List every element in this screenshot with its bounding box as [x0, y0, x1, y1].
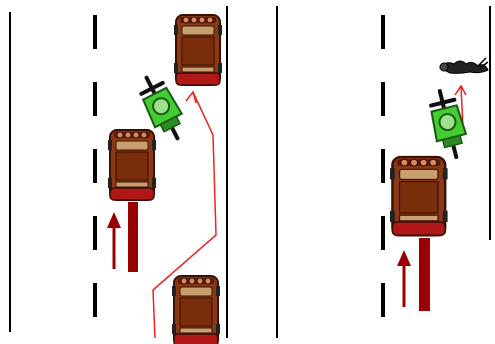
car-icon	[390, 157, 448, 235]
car-motion-trail	[419, 238, 430, 311]
car-icon	[108, 130, 156, 200]
motorcycle-icon	[425, 87, 471, 160]
right-scene	[383, 6, 490, 317]
car-icon	[174, 15, 222, 85]
car-motion-trail	[128, 202, 138, 272]
arrow-up-icon	[397, 250, 411, 307]
left-scene	[10, 6, 227, 344]
fallen-rider-icon	[440, 58, 488, 73]
car-icon	[172, 276, 220, 344]
arrow-up-icon	[107, 212, 121, 269]
